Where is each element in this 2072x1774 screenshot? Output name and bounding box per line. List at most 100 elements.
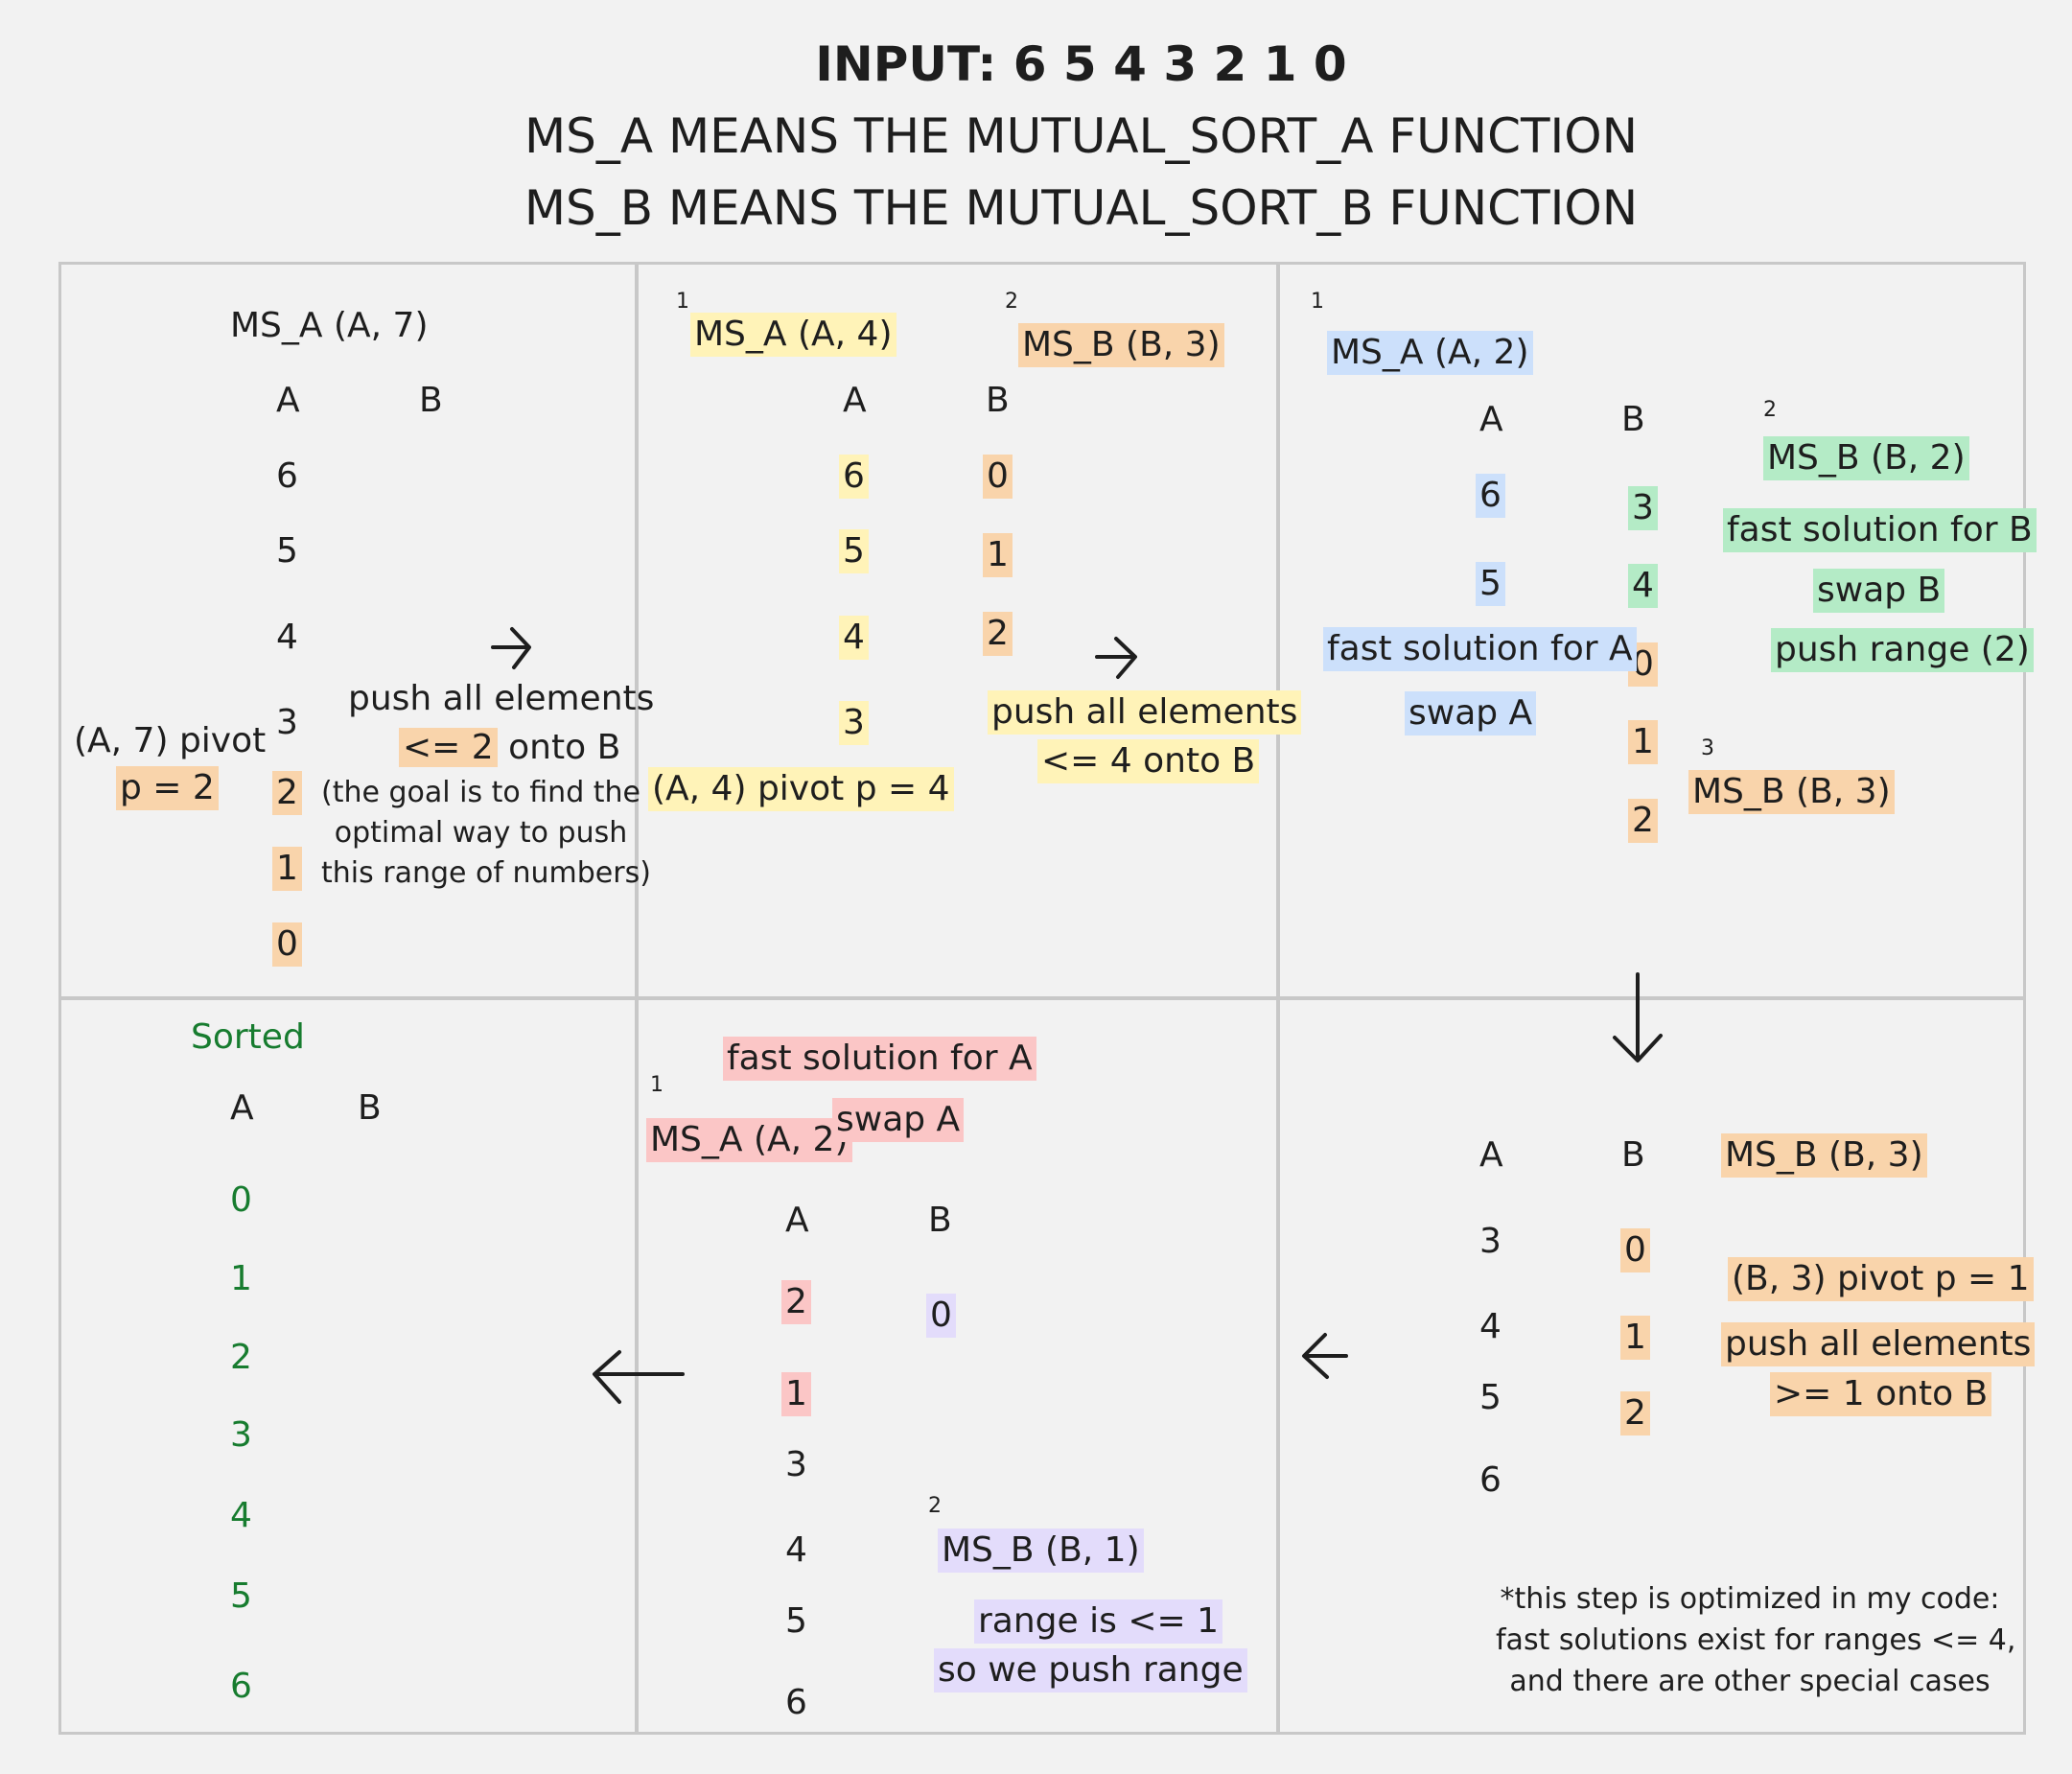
- column-b-header: B: [358, 1088, 382, 1128]
- sorted-item: 2: [230, 1338, 252, 1377]
- swap-a: swap A: [832, 1098, 965, 1142]
- step-number: 1: [1311, 290, 1324, 314]
- optimization-note: fast solutions exist for ranges <= 4,: [1496, 1623, 2016, 1657]
- stack-b-item: 0: [983, 455, 1013, 499]
- call-ms-b: MS_B (B, 2): [1763, 436, 1969, 480]
- fast-solution-b: fast solution for B: [1723, 508, 2037, 552]
- range-note: so we push range: [934, 1648, 1247, 1692]
- column-a-header: A: [843, 381, 867, 420]
- stack-b-item: 2: [1620, 1391, 1650, 1436]
- input-title: INPUT: 6 5 4 3 2 1 0: [815, 36, 1347, 92]
- arrow-left-icon: [593, 1350, 685, 1404]
- push-instruction: >= 1 onto B: [1770, 1372, 1992, 1416]
- call-ms-b: MS_B (B, 1): [938, 1529, 1144, 1573]
- push-instruction-line2: <= 2 onto B: [399, 726, 620, 770]
- stack-a-item: 6: [1476, 474, 1505, 518]
- pivot-label: (A, 7) pivot: [74, 721, 267, 760]
- fast-solution-a: fast solution for A: [1323, 627, 1637, 671]
- arrow-down-icon: [1613, 972, 1663, 1062]
- optimization-note: and there are other special cases: [1509, 1665, 1991, 1698]
- sorted-label: Sorted: [191, 1017, 305, 1057]
- column-a-header: A: [1479, 400, 1503, 439]
- step-number: 3: [1701, 736, 1714, 760]
- stack-b-item: 3: [1628, 486, 1658, 530]
- stack-a-item: 4: [839, 616, 869, 660]
- optimization-note: *this step is optimized in my code:: [1500, 1582, 2000, 1616]
- column-b-header: B: [1621, 1135, 1645, 1175]
- call-ms-a: MS_A (A, 7): [230, 306, 429, 345]
- stack-a-item: 6: [839, 455, 869, 499]
- grid-divider: [58, 996, 2026, 1000]
- push-instruction: <= 4 onto B: [1037, 739, 1260, 783]
- stack-b-item: 2: [1628, 799, 1658, 843]
- step-number: 2: [928, 1494, 942, 1518]
- stack-a-item: 4: [276, 618, 298, 657]
- swap-a: swap A: [1405, 691, 1537, 735]
- column-b-header: B: [1621, 400, 1645, 439]
- ms-a-legend: MS_A MEANS THE MUTUAL_SORT_A FUNCTION: [524, 108, 1639, 164]
- stack-a-item: 2: [272, 771, 302, 815]
- stack-b-item: 2: [983, 612, 1013, 656]
- stack-a-item: 3: [1479, 1222, 1502, 1261]
- fast-solution-a: fast solution for A: [723, 1037, 1036, 1081]
- step-number: 2: [1763, 398, 1777, 422]
- column-b-header: B: [928, 1201, 952, 1240]
- stack-a-item: 5: [1479, 1378, 1502, 1417]
- stack-a-item: 1: [781, 1372, 811, 1416]
- goal-note: optimal way to push: [334, 816, 628, 850]
- goal-note: this range of numbers): [321, 856, 651, 890]
- stack-a-item: 2: [781, 1280, 811, 1324]
- step-number: 1: [676, 290, 689, 314]
- step-number: 2: [1005, 290, 1018, 314]
- push-instruction: push all elements: [988, 690, 1302, 735]
- stack-b-item: 1: [1620, 1316, 1650, 1360]
- push-target: onto B: [508, 728, 621, 767]
- arrow-right-icon: [1095, 637, 1137, 679]
- push-range: push range (2): [1771, 628, 2034, 672]
- call-ms-b: MS_B (B, 3): [1721, 1133, 1927, 1178]
- sorted-item: 6: [230, 1667, 252, 1706]
- pivot-value: p = 2: [116, 766, 219, 810]
- stack-a-item: 3: [276, 703, 298, 742]
- stack-a-item: 3: [785, 1445, 807, 1484]
- stack-b-item: 0: [926, 1294, 956, 1338]
- stack-a-item: 4: [785, 1530, 807, 1570]
- column-a-header: A: [276, 381, 300, 420]
- column-a-header: A: [1479, 1135, 1503, 1175]
- stack-a-item: 6: [1479, 1460, 1502, 1500]
- stack-a-item: 5: [839, 529, 869, 573]
- stack-b-item: 0: [1620, 1228, 1650, 1272]
- call-ms-a: MS_A (A, 2): [646, 1118, 852, 1162]
- call-ms-a: MS_A (A, 2): [1327, 331, 1533, 375]
- call-ms-b: MS_B (B, 3): [1018, 323, 1224, 367]
- stack-a-item: 6: [276, 456, 298, 496]
- stack-b-item: 1: [1628, 720, 1658, 764]
- stack-a-item: 1: [272, 847, 302, 891]
- stack-a-item: 3: [839, 701, 869, 745]
- step-number: 1: [650, 1073, 664, 1097]
- stack-a-item: 6: [785, 1683, 807, 1722]
- stack-a-item: 0: [272, 922, 302, 967]
- range-note: range is <= 1: [974, 1599, 1222, 1644]
- sorted-item: 1: [230, 1259, 252, 1298]
- stack-b-item: 4: [1628, 564, 1658, 608]
- goal-note: (the goal is to find the: [321, 776, 641, 809]
- ms-b-legend: MS_B MEANS THE MUTUAL_SORT_B FUNCTION: [524, 180, 1639, 236]
- call-ms-a: MS_A (A, 4): [690, 313, 896, 357]
- column-b-header: B: [419, 381, 443, 420]
- column-a-header: A: [785, 1201, 809, 1240]
- push-instruction: push all elements: [1721, 1322, 2036, 1366]
- stack-a-item: 5: [785, 1601, 807, 1641]
- column-a-header: A: [230, 1088, 254, 1128]
- stack-a-item: 4: [1479, 1307, 1502, 1346]
- sorted-item: 5: [230, 1576, 252, 1616]
- column-b-header: B: [986, 381, 1010, 420]
- stack-a-item: 5: [1476, 562, 1505, 606]
- arrow-left-icon: [1302, 1333, 1348, 1379]
- sorted-item: 3: [230, 1415, 252, 1455]
- stack-a-item: 5: [276, 531, 298, 571]
- swap-b: swap B: [1813, 569, 1945, 613]
- pivot-label: (A, 4) pivot p = 4: [648, 767, 954, 811]
- call-ms-b: MS_B (B, 3): [1688, 770, 1895, 814]
- pivot-label: (B, 3) pivot p = 1: [1728, 1257, 2034, 1301]
